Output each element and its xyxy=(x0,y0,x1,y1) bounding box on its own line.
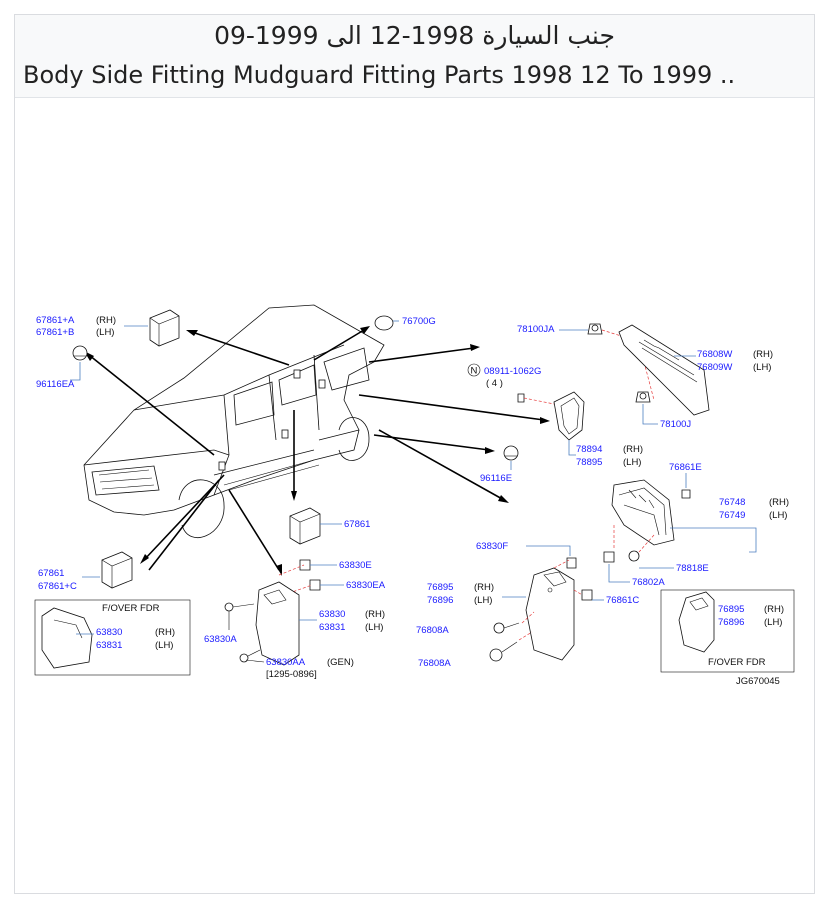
parts-diagram: 67861+A (RH) 67861+B (LH) 96116EA 76700G… xyxy=(34,304,795,687)
label-96116E: 96116E xyxy=(480,473,512,484)
label-78100J: 78100J xyxy=(660,419,691,430)
clip-icon xyxy=(681,489,691,499)
part-clip-box xyxy=(289,507,321,545)
part-clip-box xyxy=(101,551,133,589)
screw-icon xyxy=(489,648,503,662)
title-english: Body Side Fitting Mudguard Fitting Parts… xyxy=(23,61,736,89)
label-67861B: 67861+B xyxy=(36,327,74,338)
title-bar: جنب السيارة 1998-12 الى 1999-09 Body Sid… xyxy=(15,15,814,98)
label-gen: (GEN) xyxy=(327,657,354,668)
n-mark-icon xyxy=(467,363,481,377)
label-67861A: 67861+A xyxy=(36,315,75,326)
grommet-icon xyxy=(72,345,88,361)
label-76802A: 76802A xyxy=(632,577,665,588)
fuel-lid xyxy=(553,391,585,441)
rear-mudguard xyxy=(525,567,575,661)
label-78894: 78894 xyxy=(576,444,602,455)
label-76896: 76896 xyxy=(427,595,453,606)
label-lh: (LH) xyxy=(365,622,383,633)
label-qty: ( 4 ) xyxy=(486,378,503,389)
label-rh: (RH) xyxy=(764,604,784,615)
screw-icon xyxy=(224,602,234,612)
label-lh: (LH) xyxy=(623,457,641,468)
drawing-code: JG670045 xyxy=(736,676,780,687)
label-lh: (LH) xyxy=(769,510,787,521)
screw-icon xyxy=(628,550,640,562)
front-mudguard xyxy=(255,581,300,666)
label-n: N xyxy=(471,366,478,377)
label-76748: 76748 xyxy=(719,497,745,508)
side-moulding xyxy=(618,324,710,416)
label-76700G: 76700G xyxy=(402,316,436,327)
clip-icon xyxy=(581,589,593,601)
clip-icon xyxy=(566,557,577,569)
grommet-icon xyxy=(503,445,519,461)
label-lh: (LH) xyxy=(155,640,173,651)
label-76861C: 76861C xyxy=(606,595,639,606)
label-date-range: [1295-0896] xyxy=(266,669,317,680)
label-lh: (LH) xyxy=(474,595,492,606)
label-63830EA: 63830EA xyxy=(346,580,386,591)
label-63830E: 63830E xyxy=(339,560,372,571)
diagram-panel: جنب السيارة 1998-12 الى 1999-09 Body Sid… xyxy=(14,14,815,894)
label-76895b: 76895 xyxy=(718,604,744,615)
clip-icon xyxy=(299,559,311,571)
label-76809W: 76809W xyxy=(697,362,732,373)
label-63830b: 63830 xyxy=(319,609,345,620)
label-rh: (RH) xyxy=(474,582,494,593)
label-76749: 76749 xyxy=(719,510,745,521)
clip-icon xyxy=(635,391,651,403)
label-fover: F/OVER FDR xyxy=(102,603,160,614)
label-63830A: 63830A xyxy=(204,634,237,645)
label-08911: 08911-1062G xyxy=(484,366,541,377)
part-clip-box xyxy=(149,309,180,347)
splash-shield xyxy=(611,479,675,546)
label-76896b: 76896 xyxy=(718,617,744,628)
label-rh: (RH) xyxy=(753,349,773,360)
label-63830F: 63830F xyxy=(476,541,508,552)
label-76808A-2: 76808A xyxy=(418,658,451,669)
clip-icon xyxy=(309,579,321,591)
title-arabic: جنب السيارة 1998-12 الى 1999-09 xyxy=(214,21,615,50)
clip-icon xyxy=(603,551,615,563)
screw-icon xyxy=(239,653,249,663)
rear-mudguard-overfender xyxy=(678,591,715,653)
label-76895: 76895 xyxy=(427,582,453,593)
label-lh: (LH) xyxy=(753,362,771,373)
inset-box-front xyxy=(34,599,191,676)
bolt-icon xyxy=(517,393,525,403)
label-rh: (RH) xyxy=(365,609,385,620)
cap-icon xyxy=(374,315,394,331)
label-fover: F/OVER FDR xyxy=(708,657,766,668)
label-76808W: 76808W xyxy=(697,349,732,360)
label-lh: (LH) xyxy=(96,327,114,338)
label-78100JA: 78100JA xyxy=(517,324,555,335)
label-63831b: 63831 xyxy=(319,622,345,633)
label-76808A-1: 76808A xyxy=(416,625,449,636)
label-rh: (RH) xyxy=(155,627,175,638)
clip-icon xyxy=(587,323,603,335)
label-67861C: 67861+C xyxy=(38,581,77,592)
label-78895: 78895 xyxy=(576,457,602,468)
label-67861b: 67861 xyxy=(38,568,64,579)
front-mudguard-overfender xyxy=(41,607,93,669)
vehicle-outline xyxy=(83,304,385,538)
label-lh: (LH) xyxy=(764,617,782,628)
label-rh: (RH) xyxy=(96,315,116,326)
inset-box-rear xyxy=(660,589,795,673)
screw-icon xyxy=(493,622,505,634)
label-rh: (RH) xyxy=(769,497,789,508)
label-96116EA: 96116EA xyxy=(36,379,75,390)
label-67861: 67861 xyxy=(344,519,370,530)
callout-arrows xyxy=(84,326,550,576)
label-76861E: 76861E xyxy=(669,462,702,473)
label-63830AA: 63830AA xyxy=(266,657,306,668)
label-rh: (RH) xyxy=(623,444,643,455)
label-78818E: 78818E xyxy=(676,563,709,574)
label-63830: 63830 xyxy=(96,627,122,638)
label-63831: 63831 xyxy=(96,640,122,651)
